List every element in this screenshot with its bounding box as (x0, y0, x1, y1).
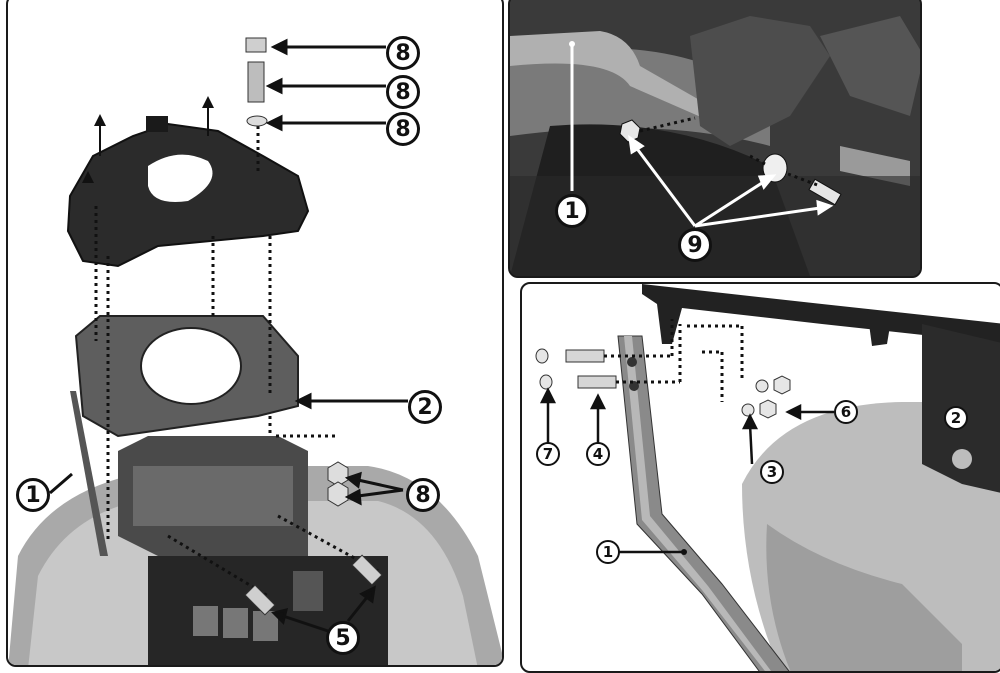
callout-3: 3 (760, 460, 784, 484)
bolt-5a (244, 584, 276, 616)
side-plate-hole (952, 449, 972, 469)
tail-light (766, 524, 962, 671)
fuse-box (293, 571, 323, 611)
base-handle (146, 116, 168, 132)
washer-part (246, 115, 268, 127)
nut-part (327, 481, 349, 507)
callout-8-washer: 8 (386, 112, 420, 146)
callout-2-side: 2 (944, 406, 968, 430)
callout-1-tube: 1 (16, 478, 50, 512)
rear-frame (820, 16, 920, 116)
connector (193, 606, 218, 636)
callout-9-photo: 9 (678, 228, 712, 262)
callout-arrows (49, 38, 408, 633)
bolt-5b (351, 554, 383, 586)
connector (253, 611, 278, 641)
bolt-part (247, 61, 265, 103)
bolt-part (565, 349, 605, 363)
callout-8-nuts: 8 (406, 478, 440, 512)
cap-part (539, 374, 553, 390)
nut-part (759, 399, 777, 419)
connector (223, 608, 248, 638)
bracket-face (133, 466, 293, 526)
frame-photo-illustration (510, 0, 920, 276)
photo-callout-arrows (570, 46, 834, 228)
tube-1-photo (510, 31, 710, 121)
rail-tab (867, 309, 892, 346)
cap-part (245, 37, 267, 53)
lift-arrows (82, 96, 214, 183)
tube-hole (627, 357, 637, 367)
nut-9 (619, 119, 641, 143)
callout-1-photo: 1 (555, 194, 589, 228)
bolt-part (577, 375, 617, 389)
frame-bracket (690, 16, 830, 146)
callout-7: 7 (536, 442, 560, 466)
washer-part (755, 379, 769, 393)
alignment-lines (94, 126, 379, 598)
callout-4: 4 (586, 442, 610, 466)
base-cutout (148, 154, 213, 202)
callout-8-cap: 8 (386, 36, 420, 70)
side-tube-left (70, 391, 108, 556)
nut-part (327, 461, 349, 487)
top-rail (642, 284, 1000, 344)
bolt-9 (808, 178, 842, 206)
callout-8-bolt: 8 (386, 75, 420, 109)
callout-2-plate: 2 (408, 390, 442, 424)
left-assembly-panel: 8 8 8 2 1 8 5 (6, 0, 504, 667)
side-bracket-panel: 7 4 3 6 2 1 (520, 282, 1000, 673)
washer-part (741, 403, 755, 417)
bracket-callout-arrows (539, 387, 834, 554)
nut-part (773, 375, 791, 395)
cap-part (535, 348, 549, 364)
bracket-alignment-lines (604, 319, 744, 402)
plate-cutout (140, 327, 242, 405)
left-assembly-illustration (8, 37, 502, 665)
callout-5-bolts: 5 (326, 621, 360, 655)
callout-6: 6 (834, 400, 858, 424)
callout-1-tube: 1 (596, 540, 620, 564)
photo-alignment-lines (639, 116, 821, 188)
frame-photo-panel: 1 9 (508, 0, 922, 278)
